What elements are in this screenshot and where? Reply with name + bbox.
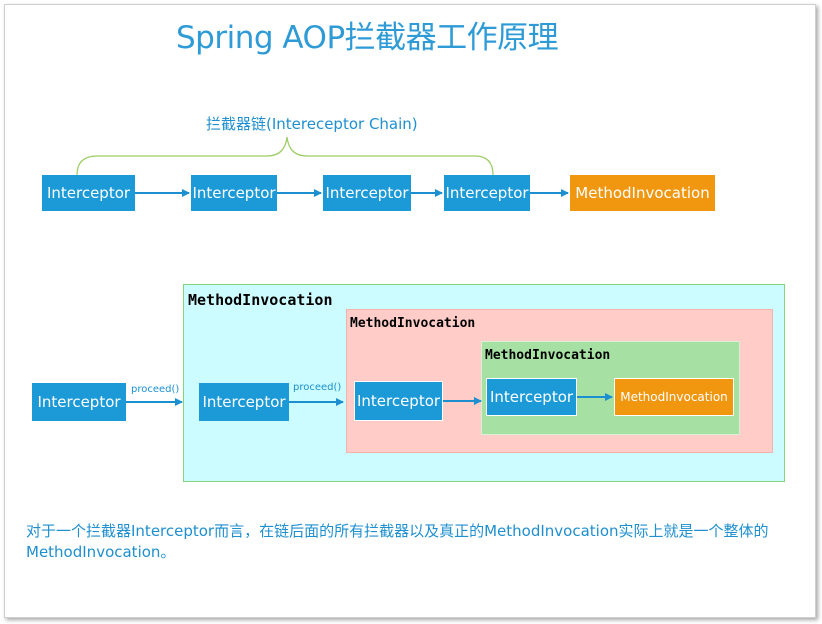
outer-interceptor: Interceptor <box>32 383 126 421</box>
chain-label: 拦截器链(Intereceptor Chain) <box>206 115 418 133</box>
proceed-label-1: proceed() <box>131 384 180 395</box>
chain-interceptor-3: Interceptor <box>323 175 411 211</box>
level-1-interceptor: Interceptor <box>199 383 289 421</box>
proceed-label-2: proceed() <box>293 382 342 393</box>
diagram-title: Spring AOP拦截器工作原理 <box>176 20 559 56</box>
level-3-label: MethodInvocation <box>485 348 611 363</box>
innermost-method-invocation: MethodInvocation <box>614 378 734 416</box>
chain-interceptor-2: Interceptor <box>191 175 277 211</box>
chain-method-invocation: MethodInvocation <box>570 175 715 211</box>
explanation-note: 对于一个拦截器Interceptor而言，在链后面的所有拦截器以及真正的Meth… <box>26 522 769 561</box>
level-1-label: MethodInvocation <box>188 291 333 309</box>
chain-interceptor-1: Interceptor <box>42 175 135 211</box>
level-2-label: MethodInvocation <box>350 316 476 331</box>
chain-brace <box>76 136 494 176</box>
chain-interceptor-4: Interceptor <box>444 175 530 211</box>
level-3-interceptor: Interceptor <box>486 378 577 416</box>
level-2-interceptor: Interceptor <box>354 381 443 421</box>
